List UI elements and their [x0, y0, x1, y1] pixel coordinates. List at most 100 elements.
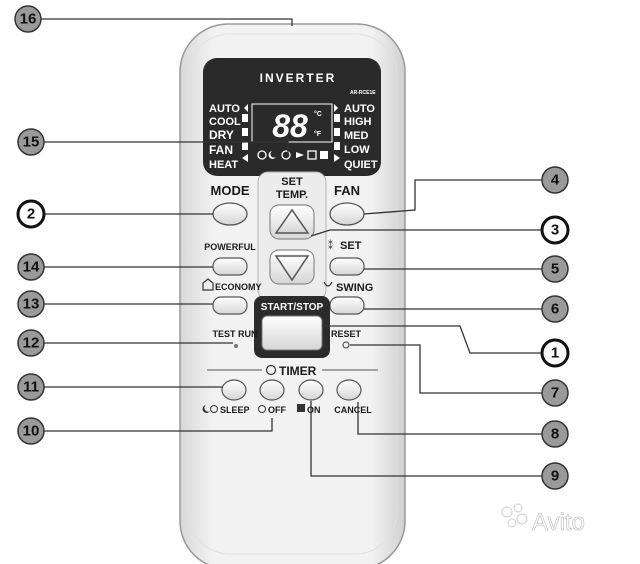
start-stop-group: START/STOP — [254, 296, 330, 358]
off-clock-icon — [258, 405, 266, 413]
start-stop-button[interactable] — [261, 315, 323, 351]
svg-text:16: 16 — [20, 11, 37, 28]
lcd-temp-digits: 88 — [272, 108, 308, 144]
powerful-label: POWERFUL — [204, 242, 256, 252]
svg-text:5: 5 — [551, 261, 559, 278]
cancel-label: CANCEL — [334, 405, 372, 415]
svg-text:11: 11 — [23, 379, 39, 396]
callout-4: 4 — [541, 166, 569, 194]
lcd-fan-quiet: QUIET — [344, 159, 378, 171]
test-run-button[interactable] — [234, 344, 238, 348]
swing-icon — [323, 281, 333, 287]
set-label: SET — [340, 240, 362, 252]
temp-down-button[interactable] — [269, 249, 315, 285]
sleep-button[interactable] — [221, 379, 247, 401]
economy-label: ECONOMY — [215, 282, 262, 292]
mode-label: MODE — [211, 183, 250, 198]
test-run-label: TEST RUN — [213, 329, 258, 339]
timer-clock-icon — [265, 364, 277, 376]
callout-7: 7 — [541, 379, 569, 407]
lcd-mode-heat: HEAT — [209, 159, 238, 171]
economy-icon — [307, 150, 317, 160]
lcd-mode-dry: DRY — [209, 128, 234, 142]
callout-3: 3 — [540, 215, 570, 245]
cancel-button[interactable] — [336, 379, 362, 401]
lcd-mode-fan: FAN — [209, 143, 233, 157]
lcd-left-indicators — [242, 104, 248, 162]
avito-watermark: Avito — [501, 503, 585, 536]
callout-6: 6 — [541, 295, 569, 323]
set-temp-label-1: SET — [281, 176, 303, 188]
moon-icon — [268, 151, 276, 159]
leader-10 — [43, 418, 273, 432]
reset-button[interactable] — [342, 341, 350, 349]
swing-icon — [296, 152, 304, 158]
fan-label: FAN — [334, 183, 360, 198]
signal-icon — [320, 151, 328, 159]
leader-16 — [40, 18, 293, 26]
callout-13: 13 — [17, 290, 45, 318]
set-button[interactable] — [329, 257, 365, 276]
callout-15: 15 — [17, 128, 45, 156]
sleep-moon-icon — [202, 405, 210, 413]
down-arrow-icon — [274, 255, 310, 282]
on-timer-button[interactable] — [298, 379, 324, 401]
callout-5: 5 — [541, 255, 569, 283]
powerful-button[interactable] — [212, 257, 248, 276]
fan-button[interactable] — [329, 202, 365, 226]
vane-set-icon: ⁑ — [328, 240, 333, 252]
swing-label: SWING — [336, 282, 373, 294]
svg-text:7: 7 — [551, 385, 559, 402]
on-clock-icon — [297, 404, 305, 412]
callout-14: 14 — [17, 253, 45, 281]
callout-16: 16 — [14, 5, 42, 33]
swing-button[interactable] — [329, 296, 365, 315]
timer-label: TIMER — [279, 364, 317, 378]
lcd-right-indicators — [334, 104, 340, 162]
lcd-fan-high: HIGH — [344, 116, 372, 128]
timer-icon — [281, 150, 291, 160]
lcd-brand: INVERTER — [260, 71, 337, 85]
sleep-label: SLEEP — [220, 405, 250, 415]
callout-11: 11 — [17, 373, 45, 401]
callout-1: 1 — [540, 338, 570, 368]
svg-text:8: 8 — [551, 426, 559, 443]
svg-text:4: 4 — [551, 172, 560, 189]
set-temp-label-2: TEMP. — [276, 189, 308, 201]
leader-7 — [350, 344, 542, 394]
lcd-model: AR-RCE1E — [350, 90, 376, 96]
economy-icon — [202, 278, 214, 291]
temp-up-button[interactable] — [269, 204, 315, 240]
lcd-mode-cool: COOL — [209, 116, 241, 128]
on-label: ON — [307, 405, 321, 415]
timer-section: TIMER — [207, 364, 378, 378]
callout-12: 12 — [17, 329, 45, 357]
lcd-fan-low: LOW — [344, 144, 370, 156]
leader-15 — [43, 141, 289, 154]
off-label: OFF — [268, 405, 286, 415]
leader-lines — [40, 18, 542, 477]
sleep-clock-icon — [210, 405, 218, 413]
svg-text:15: 15 — [23, 134, 40, 151]
callout-8: 8 — [541, 420, 569, 448]
callout-10: 10 — [17, 417, 45, 445]
start-stop-label: START/STOP — [261, 302, 324, 313]
mode-button[interactable] — [212, 202, 248, 226]
reset-label: RESET — [331, 329, 362, 339]
lcd-unit-f: °F — [314, 130, 322, 138]
economy-button[interactable] — [212, 296, 248, 315]
off-timer-button[interactable] — [259, 379, 285, 401]
lcd-unit-c: °C — [314, 110, 322, 118]
callout-2: 2 — [16, 199, 46, 229]
leader-8 — [357, 402, 542, 435]
svg-text:14: 14 — [23, 259, 40, 276]
svg-text:1: 1 — [551, 345, 559, 362]
leader-9 — [310, 401, 542, 477]
watermark-text: Avito — [532, 509, 585, 536]
lcd-fan-med: MED — [344, 130, 369, 142]
leader-3 — [310, 229, 542, 237]
up-arrow-icon — [274, 208, 310, 234]
svg-text:2: 2 — [27, 206, 35, 223]
svg-text:3: 3 — [551, 222, 559, 239]
